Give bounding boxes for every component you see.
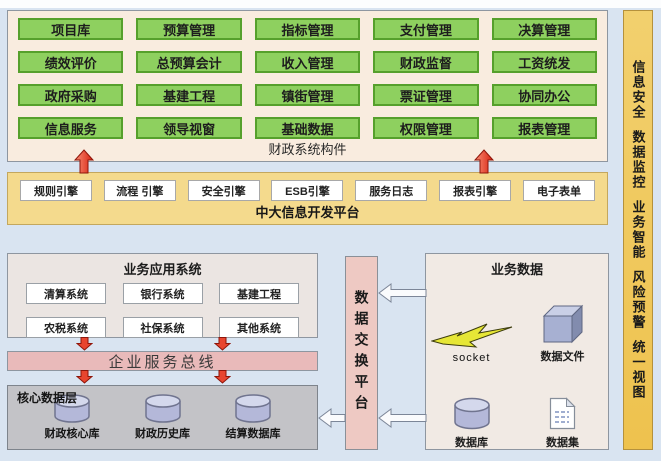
data-exchange-platform: 数据交换平台 [345, 256, 378, 450]
engine-node: 安全引擎 [187, 180, 260, 201]
business-apps-title: 业务应用系统 [123, 262, 202, 277]
business-data-item: 数据集 [517, 364, 608, 450]
database-label: 财政核心库 [44, 428, 100, 440]
flow-arrow-icon [378, 408, 427, 428]
business-data-title: 业务数据 [490, 262, 543, 277]
module-node: 工资统发 [491, 51, 597, 73]
database-cylinder-icon [144, 394, 181, 423]
module-node: 镇街管理 [254, 84, 361, 106]
engine-row: 规则引擎 流程 引擎 安全引擎 ESB引擎 服务日志 报表引擎 电子表单 [8, 173, 607, 201]
finance-panel-label: 财政系统构件 [268, 142, 347, 157]
module-node: 总预算会计 [136, 51, 242, 73]
engine-node: 报表引擎 [439, 180, 512, 201]
module-node: 收入管理 [254, 51, 361, 73]
business-data-item: 数据库 [426, 364, 517, 450]
top-margin-strip [0, 0, 661, 8]
cube-icon [542, 304, 583, 344]
dev-platform-band: 规则引擎 流程 引擎 安全引擎 ESB引擎 服务日志 报表引擎 电子表单 中大信… [7, 172, 608, 225]
down-arrow-icon [76, 370, 93, 384]
down-arrow-icon [214, 370, 231, 384]
module-node: 协同办公 [491, 84, 597, 106]
platform-band-label: 中大信息开发平台 [255, 205, 360, 220]
document-icon [549, 397, 576, 430]
database-item: 结算数据库 [209, 394, 297, 441]
capability-sidebar: 信息安全 数据监控 业务智能 风险预警 统一视图 [623, 10, 653, 450]
module-node: 决算管理 [491, 18, 597, 40]
up-arrow-icon [74, 149, 94, 174]
business-data-item-label: 数据库 [455, 437, 488, 449]
business-data-item: socket [426, 280, 517, 364]
down-arrow-icon [214, 337, 231, 351]
module-node: 项目库 [18, 18, 124, 40]
engine-node: ESB引擎 [271, 180, 344, 201]
module-grid: 项目库 预算管理 指标管理 支付管理 决算管理 绩效评价 总预算会计 收入管理 … [8, 11, 607, 139]
esb-label: 企业服务总线 [108, 353, 217, 371]
module-node: 票证管理 [373, 84, 479, 106]
database-item: 财政历史库 [119, 394, 207, 441]
system-node: 其他系统 [219, 317, 299, 338]
finance-components-panel: 项目库 预算管理 指标管理 支付管理 决算管理 绩效评价 总预算会计 收入管理 … [7, 10, 608, 162]
database-label: 结算数据库 [225, 428, 281, 440]
system-grid: 清算系统 银行系统 基建工程 农税系统 社保系统 其他系统 [8, 278, 317, 338]
module-node: 指标管理 [254, 18, 361, 40]
system-node: 清算系统 [26, 283, 106, 304]
business-data-item-label: 数据集 [546, 437, 579, 449]
up-arrow-icon [474, 149, 494, 174]
business-data-item: 数据文件 [517, 280, 608, 364]
database-item: 财政核心库 [28, 394, 116, 441]
engine-node: 规则引擎 [20, 180, 92, 201]
business-apps-panel: 业务应用系统 清算系统 银行系统 基建工程 农税系统 社保系统 其他系统 [7, 253, 318, 338]
down-arrow-icon [76, 337, 93, 351]
system-node: 社保系统 [122, 317, 203, 338]
module-node: 支付管理 [373, 18, 479, 40]
database-label: 财政历史库 [135, 428, 190, 440]
module-node: 绩效评价 [18, 51, 124, 73]
business-data-item-label: 数据文件 [540, 351, 585, 363]
sidebar-item: 数据监控 [630, 130, 646, 190]
lightning-icon [430, 323, 512, 348]
sidebar-item: 信息安全 [630, 60, 646, 120]
business-data-item-label: socket [452, 352, 491, 364]
business-data-panel: 业务数据 socket 数据文件 [425, 253, 609, 450]
sidebar-item: 统一视图 [630, 340, 646, 400]
module-node: 基建工程 [136, 84, 242, 106]
system-node: 农税系统 [26, 317, 106, 338]
module-node: 基础数据 [254, 117, 361, 139]
database-row: 财政核心库 财政历史库 结算数据库 [8, 386, 317, 441]
core-data-label: 核心数据层 [17, 391, 78, 405]
module-node: 预算管理 [136, 18, 242, 40]
engine-node: 流程 引擎 [103, 180, 176, 201]
exchange-label: 数据交换平台 [353, 290, 370, 416]
core-data-layer: 核心数据层 财政核心库 财政历史库 [7, 385, 318, 450]
flow-arrow-icon [318, 408, 346, 428]
business-data-grid: socket 数据文件 数据库 [426, 278, 608, 450]
module-node: 报表管理 [491, 117, 597, 139]
engine-node: 电子表单 [522, 180, 595, 201]
sidebar-item: 风险预警 [630, 270, 646, 330]
system-node: 基建工程 [219, 283, 299, 304]
flow-arrow-icon [378, 283, 427, 303]
database-cylinder-icon [54, 394, 90, 423]
engine-node: 服务日志 [355, 180, 428, 201]
sidebar-item: 业务智能 [630, 200, 646, 260]
system-node: 银行系统 [122, 283, 203, 304]
database-icon [453, 397, 490, 430]
module-node: 政府采购 [18, 84, 124, 106]
module-node: 财政监督 [373, 51, 479, 73]
enterprise-service-bus: 企业服务总线 [7, 351, 318, 371]
module-node: 领导视窗 [136, 117, 242, 139]
module-node: 信息服务 [18, 117, 124, 139]
module-node: 权限管理 [373, 117, 479, 139]
database-cylinder-icon [235, 394, 271, 423]
